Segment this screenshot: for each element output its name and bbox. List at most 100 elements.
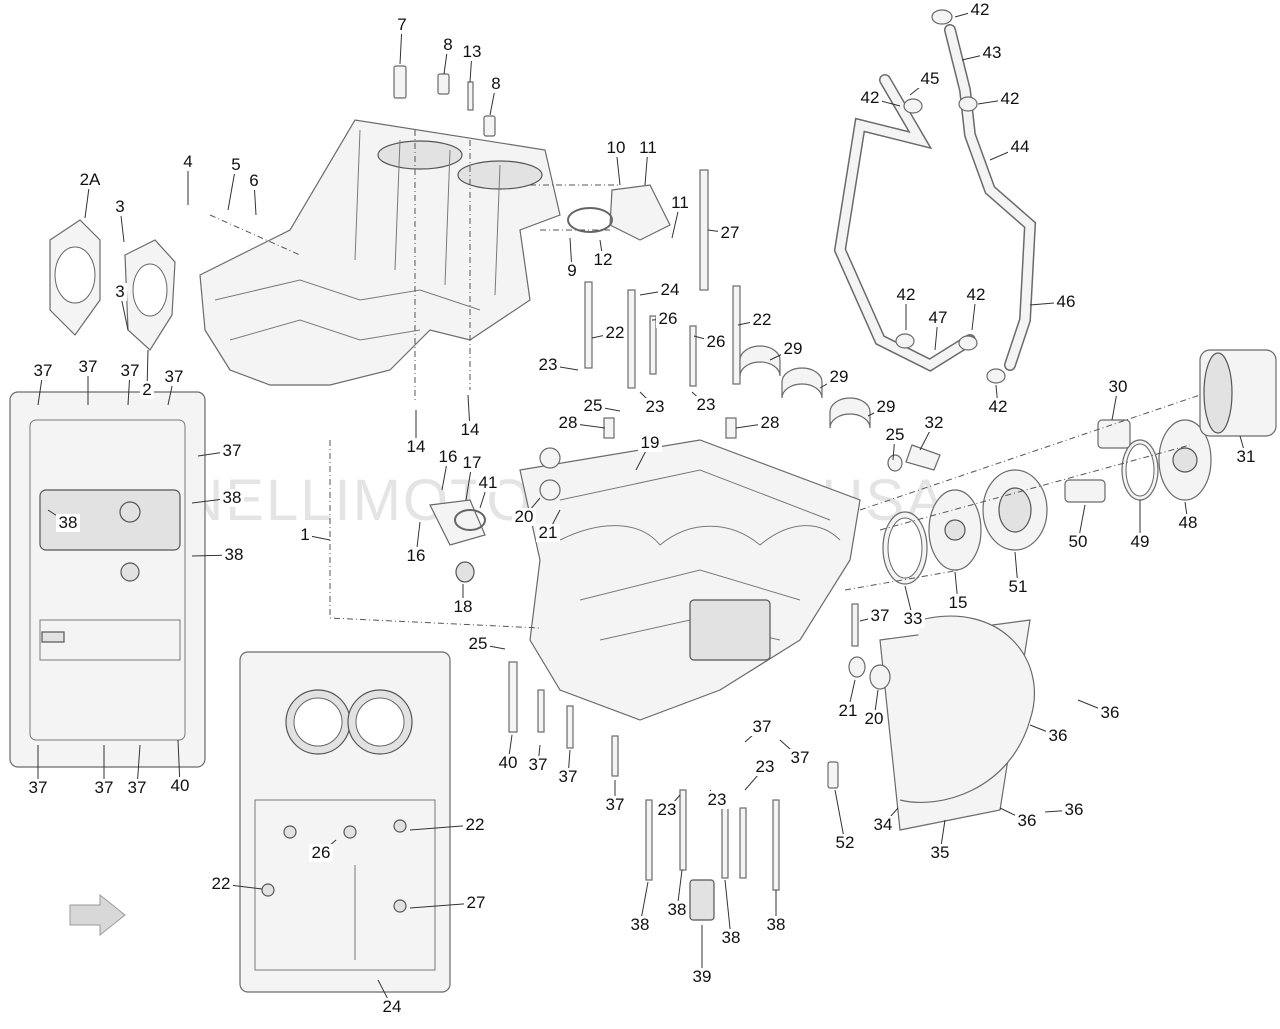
callout-35: 35	[931, 843, 950, 862]
callout-44: 44	[1011, 137, 1030, 156]
callout-25: 25	[886, 425, 905, 444]
callout-26: 26	[659, 309, 678, 328]
callout-23: 23	[658, 800, 677, 819]
callout-17: 17	[463, 453, 482, 472]
callout-8: 8	[491, 74, 500, 93]
callout-bg-50	[1066, 533, 1090, 551]
callout-bg-29	[874, 398, 898, 416]
callout-31: 31	[1237, 447, 1256, 466]
callout-42: 42	[967, 285, 986, 304]
callout-bg-38	[222, 546, 246, 564]
callout-bg-3	[113, 283, 127, 301]
callout-3: 3	[115, 197, 124, 216]
callout-23: 23	[708, 790, 727, 809]
callout-bg-2	[140, 381, 154, 399]
callout-bg-6	[247, 172, 261, 190]
callout-bg-26	[704, 333, 728, 351]
callout-26: 26	[707, 332, 726, 351]
callout-bg-15	[946, 594, 970, 612]
callout-38: 38	[722, 928, 741, 947]
bearing-shells	[739, 345, 871, 429]
callout-38: 38	[631, 915, 650, 934]
callout-23: 23	[697, 395, 716, 414]
callout-42: 42	[971, 0, 990, 19]
callout-bg-8	[441, 36, 455, 54]
callout-39: 39	[693, 967, 712, 986]
callout-bg-39	[690, 968, 714, 986]
callout-36: 36	[1065, 800, 1084, 819]
callout-bg-7	[395, 16, 409, 34]
callout-bg-37	[92, 779, 116, 797]
callout-11: 11	[671, 193, 689, 212]
callout-bg-36	[1046, 727, 1070, 745]
callout-28: 28	[761, 413, 780, 432]
callout-2A: 2A	[80, 170, 101, 189]
callout-bg-37	[76, 358, 100, 376]
callout-bg-38	[628, 916, 652, 934]
callout-bg-33	[901, 610, 925, 628]
callout-22: 22	[212, 874, 231, 893]
callout-7: 7	[397, 15, 406, 34]
callout-36: 36	[1101, 703, 1120, 722]
callout-9: 9	[567, 261, 576, 280]
callout-16: 16	[439, 447, 458, 466]
callout-bg-49	[1128, 533, 1152, 551]
callout-18: 18	[454, 597, 473, 616]
callout-37: 37	[34, 361, 53, 380]
hardware-bolts	[393, 65, 859, 921]
upper-crankcase	[199, 119, 561, 386]
callout-37: 37	[223, 441, 242, 460]
callout-bg-20	[512, 508, 536, 526]
callout-bg-41	[476, 474, 500, 492]
callout-bg-16	[436, 448, 460, 466]
callout-5: 5	[231, 155, 240, 174]
callout-37: 37	[95, 778, 114, 797]
callout-29: 29	[784, 339, 803, 358]
callout-bg-37	[868, 607, 892, 625]
callout-bg-25	[581, 397, 605, 415]
assembly-line-3	[844, 394, 1201, 591]
callout-38: 38	[59, 513, 78, 532]
callout-bg-37	[220, 442, 244, 460]
callout-bg-25	[466, 635, 490, 653]
callout-37: 37	[606, 795, 625, 814]
callout-43: 43	[983, 43, 1002, 62]
callout-bg-37	[118, 362, 142, 380]
callout-12: 12	[594, 250, 613, 269]
callout-25: 25	[584, 396, 603, 415]
callout-21: 21	[839, 701, 858, 720]
callout-bg-11	[636, 139, 660, 157]
lower-crankcase	[519, 439, 861, 721]
callout-29: 29	[877, 397, 896, 416]
callout-bg-23	[705, 791, 729, 809]
callout-22: 22	[466, 815, 485, 834]
callout-bg-3	[113, 198, 127, 216]
callout-40: 40	[171, 776, 190, 795]
callout-bg-5	[229, 156, 243, 174]
callout-bg-42	[998, 90, 1022, 108]
callout-10: 10	[607, 138, 626, 157]
callout-bg-17	[460, 454, 484, 472]
assembly-line	[329, 440, 541, 629]
callout-bg-14	[458, 421, 482, 439]
callout-bg-14	[404, 438, 428, 456]
callout-bg-42	[894, 286, 918, 304]
callout-bg-19	[638, 434, 662, 452]
callout-bg-38	[56, 514, 80, 532]
callout-37: 37	[128, 778, 147, 797]
callout-bg-22	[209, 875, 233, 893]
small-housings	[429, 184, 671, 583]
callout-bg-37	[556, 768, 580, 786]
callout-bg-22	[463, 816, 487, 834]
callout-bg-28	[758, 414, 782, 432]
callout-bg-44	[1008, 138, 1032, 156]
callout-48: 48	[1179, 513, 1198, 532]
callout-bg-16	[404, 547, 428, 565]
callout-3: 3	[115, 282, 124, 301]
callout-42: 42	[861, 88, 880, 107]
callout-bg-29	[781, 340, 805, 358]
callout-bg-21	[536, 524, 560, 542]
callout-25: 25	[469, 634, 488, 653]
callout-bg-32	[922, 414, 946, 432]
